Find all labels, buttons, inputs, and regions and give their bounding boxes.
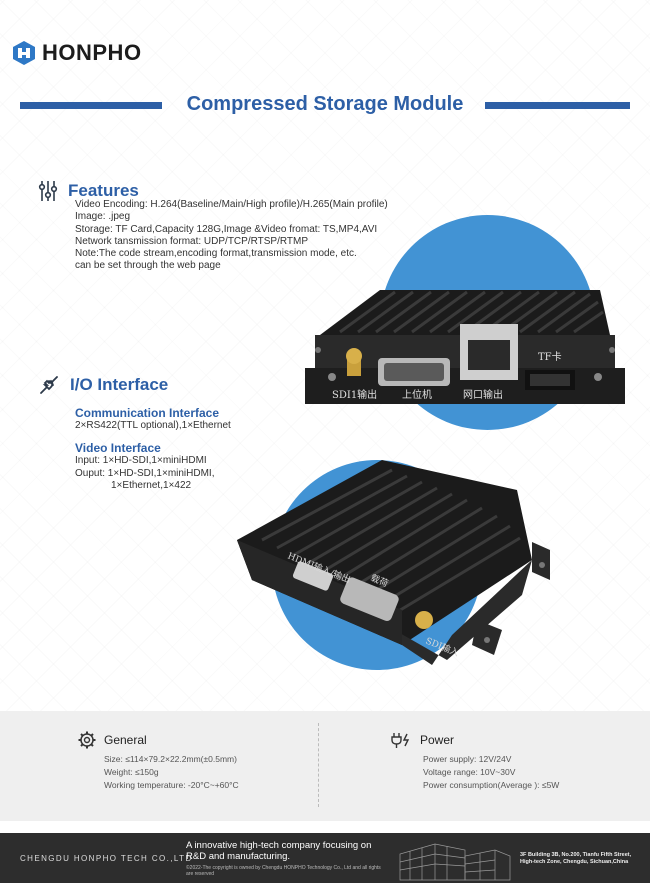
- general-block: General Size: ≤114×79.2×22.2mm(±0.5mm) W…: [78, 731, 239, 792]
- feature-line: Storage: TF Card,Capacity 128G,Image &Vi…: [75, 223, 378, 235]
- label-sdi1-output: SDI1输出: [332, 388, 377, 401]
- specs-divider: [318, 723, 319, 807]
- general-line: Size: ≤114×79.2×22.2mm(±0.5mm): [104, 754, 237, 764]
- device-bottom-image: HDMI输入/输出 载荷 SDI输入: [237, 460, 550, 665]
- honpho-logo-icon: [13, 41, 35, 65]
- comm-interface-title: Communication Interface: [75, 406, 220, 420]
- power-plug-icon: [391, 733, 410, 748]
- label-tf-card: TF卡: [538, 350, 562, 363]
- feature-line: Network tansmission format: UDP/TCP/RTSP…: [75, 235, 309, 247]
- title-line-right: [485, 102, 630, 109]
- specs-band: General Size: ≤114×79.2×22.2mm(±0.5mm) W…: [0, 711, 650, 821]
- title-line-left: [20, 102, 162, 109]
- power-head: Power: [390, 731, 559, 749]
- power-block: Power Power supply: 12V/24V Voltage rang…: [390, 731, 559, 792]
- power-line: Power consumption(Average ): ≤5W: [423, 780, 560, 790]
- label-host: 上位机: [402, 388, 432, 401]
- label-network-output: 网口输出: [463, 388, 503, 401]
- video-interface-line: Input: 1×HD-SDI,1×miniHDMI: [75, 455, 207, 467]
- power-line: Power supply: 12V/24V: [423, 754, 512, 764]
- feature-line: can be set through the web page: [75, 260, 221, 272]
- video-interface-line: Ouput: 1×HD-SDI,1×miniHDMI,: [75, 467, 215, 479]
- general-line: Working temperature: -20°C~+60°C: [104, 780, 239, 790]
- footer: CHENGDU HONPHO TECH CO.,LTD A innovative…: [0, 833, 650, 883]
- brand-logo: HONPHO: [12, 40, 142, 66]
- plug-icon: [40, 376, 58, 394]
- footer-company: CHENGDU HONPHO TECH CO.,LTD: [20, 854, 193, 863]
- building-illustration: [399, 843, 511, 881]
- io-heading: I/O Interface: [38, 374, 168, 396]
- power-title: Power: [420, 733, 455, 747]
- general-head: General: [78, 731, 239, 749]
- sliders-icon: [38, 181, 58, 201]
- page-title: Compressed Storage Module: [186, 93, 464, 115]
- title-bar: Compressed Storage Module: [0, 93, 650, 119]
- features-title: Features: [68, 181, 139, 200]
- io-title: I/O Interface: [70, 375, 169, 394]
- general-line: Weight: ≤150g: [104, 767, 159, 777]
- video-interface-line: 1×Ethernet,1×422: [111, 479, 192, 491]
- features-list: Video Encoding: H.264(Baseline/Main/High…: [75, 199, 435, 273]
- features-heading: Features: [38, 180, 139, 202]
- feature-line: Video Encoding: H.264(Baseline/Main/High…: [75, 199, 388, 210]
- general-title: General: [104, 733, 147, 747]
- feature-line: Image: .jpeg: [75, 211, 131, 223]
- device-top-image: SDI1输出 上位机 网口输出 TF卡: [305, 290, 625, 404]
- comm-interface-text: 2×RS422(TTL optional),1×Ethernet: [75, 420, 231, 431]
- footer-address: 3F Building 3B, No.200, Tianfu Fifth Str…: [520, 852, 632, 865]
- video-interface-title: Video Interface: [75, 441, 161, 456]
- io-details: Communication Interface 2×RS422(TTL opti…: [75, 404, 315, 492]
- power-line: Voltage range: 10V~30V: [423, 767, 516, 777]
- feature-line: Note:The code stream,encoding format,tra…: [75, 248, 357, 260]
- brand-name: HONPHO: [42, 40, 142, 65]
- gear-icon: [78, 731, 96, 749]
- footer-copyright: ©2022-The copyright is owned by Chengdu …: [186, 865, 381, 877]
- footer-slogan: A innovative high-tech company focusing …: [186, 840, 372, 862]
